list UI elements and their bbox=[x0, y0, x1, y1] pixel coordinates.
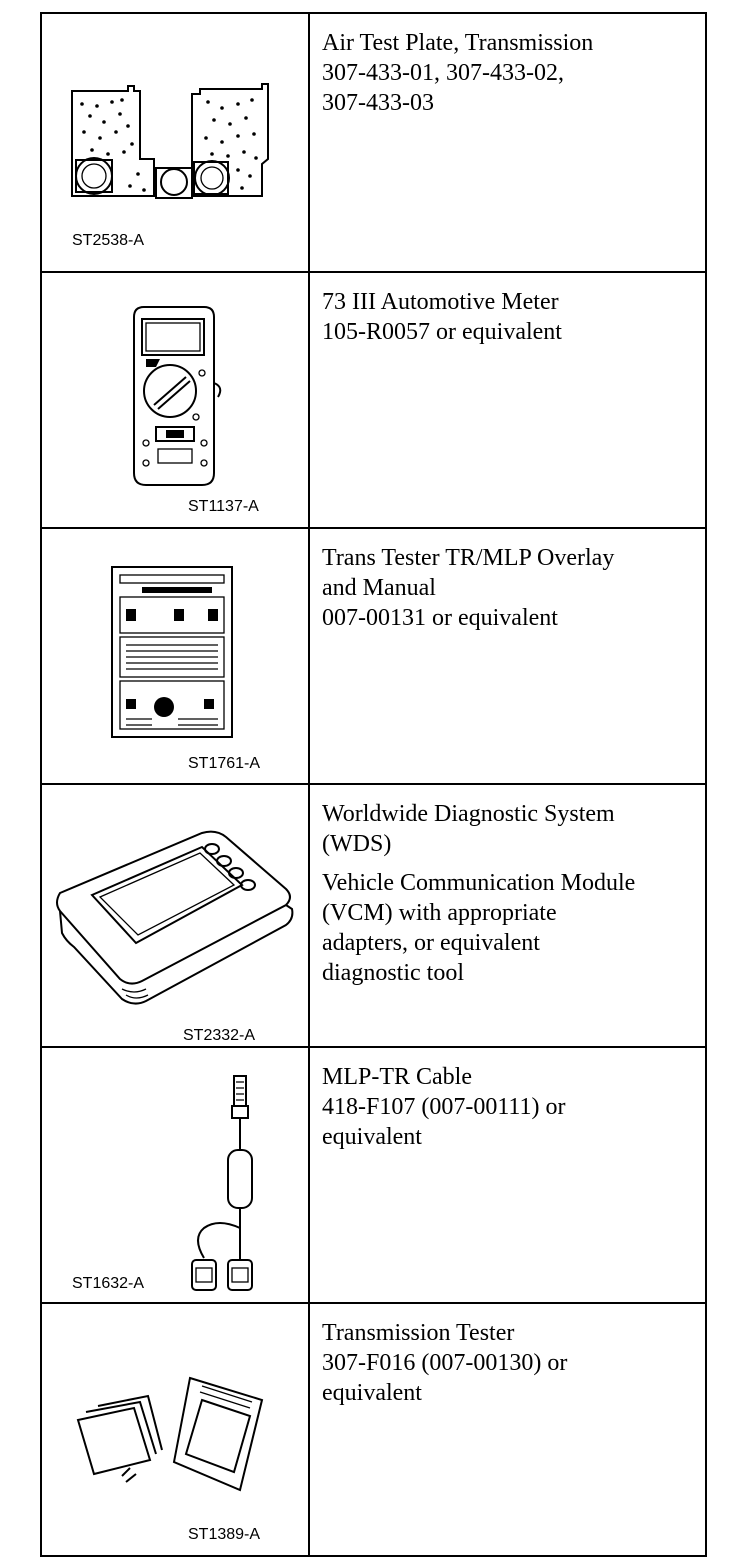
tool-code: ST1761-A bbox=[188, 755, 261, 772]
tool-code: ST1632-A bbox=[72, 1275, 145, 1292]
description-line: 007-00131 or equivalent bbox=[322, 605, 558, 631]
description-line: 73 III Automotive Meter bbox=[322, 289, 559, 315]
tool-illustration-cell: ST2538-A bbox=[42, 14, 310, 271]
tool-code: ST2538-A bbox=[72, 232, 145, 249]
description-line: equivalent bbox=[322, 1380, 422, 1406]
air-test-plate-icon bbox=[71, 83, 269, 199]
description-line: adapters, or equivalent bbox=[322, 930, 540, 956]
description-line: and Manual bbox=[322, 575, 436, 601]
description-line: Vehicle Communication Module bbox=[322, 870, 636, 896]
description-line: (WDS) bbox=[322, 831, 392, 857]
description-line: MLP-TR Cable bbox=[322, 1064, 472, 1090]
description-line: Trans Tester TR/MLP Overlay bbox=[322, 545, 615, 571]
description-line: 307-433-03 bbox=[322, 90, 434, 116]
description-line: Worldwide Diagnostic System bbox=[322, 801, 615, 827]
tool-illustration-cell: ST1632-A bbox=[42, 1048, 310, 1302]
tool-illustration-cell: ST1389-A bbox=[42, 1304, 310, 1555]
description-line: diagnostic tool bbox=[322, 960, 464, 986]
tool-code: ST1389-A bbox=[188, 1526, 261, 1543]
tool-illustration-cell: ST1761-A bbox=[42, 529, 310, 783]
tool-description: Trans Tester TR/MLP Overlay and Manual 0… bbox=[322, 543, 697, 633]
tool-description: Worldwide Diagnostic System (WDS) Vehicl… bbox=[322, 799, 697, 988]
description-line: Transmission Tester bbox=[322, 1320, 515, 1346]
tool-description: Air Test Plate, Transmission 307-433-01,… bbox=[322, 28, 697, 118]
tool-code: ST2332-A bbox=[183, 1027, 256, 1044]
description-line: 307-433-01, 307-433-02, bbox=[322, 60, 564, 86]
description-line: 105-R0057 or equivalent bbox=[322, 319, 562, 345]
cable-icon bbox=[191, 1075, 253, 1291]
overlay-manual-icon bbox=[111, 566, 233, 738]
diagnostic-system-icon bbox=[56, 830, 294, 1005]
tool-description: 73 III Automotive Meter 105-R0057 or equ… bbox=[322, 287, 697, 347]
transmission-tester-icon bbox=[76, 1376, 264, 1492]
tool-row: ST2332-A Worldwide Diagnostic System (WD… bbox=[42, 785, 705, 1048]
tool-row: ST1632-A MLP-TR Cable 418-F107 (007-0011… bbox=[42, 1048, 705, 1304]
description-line: Air Test Plate, Transmission bbox=[322, 30, 594, 56]
tool-row: ST1137-A 73 III Automotive Meter 105-R00… bbox=[42, 273, 705, 529]
tool-row: ST1389-A Transmission Tester 307-F016 (0… bbox=[42, 1304, 705, 1555]
tool-description: Transmission Tester 307-F016 (007-00130)… bbox=[322, 1318, 697, 1408]
multimeter-icon bbox=[133, 306, 222, 486]
tool-illustration-cell: ST2332-A bbox=[42, 785, 310, 1046]
description-line: 307-F016 (007-00130) or bbox=[322, 1350, 568, 1376]
description-line: (VCM) with appropriate bbox=[322, 900, 557, 926]
tool-illustration-cell: ST1137-A bbox=[42, 273, 310, 527]
description-line: equivalent bbox=[322, 1124, 422, 1150]
tool-row: ST2538-A Air Test Plate, Transmission 30… bbox=[42, 14, 705, 273]
description-line: 418-F107 (007-00111) or bbox=[322, 1094, 566, 1120]
tool-description: MLP-TR Cable 418-F107 (007-00111) or equ… bbox=[322, 1062, 697, 1152]
description-paragraph: Vehicle Communication Module (VCM) with … bbox=[322, 868, 697, 988]
special-tools-table: ST2538-A Air Test Plate, Transmission 30… bbox=[40, 12, 707, 1557]
tool-code: ST1137-A bbox=[188, 498, 259, 515]
tool-row: ST1761-A Trans Tester TR/MLP Overlay and… bbox=[42, 529, 705, 785]
